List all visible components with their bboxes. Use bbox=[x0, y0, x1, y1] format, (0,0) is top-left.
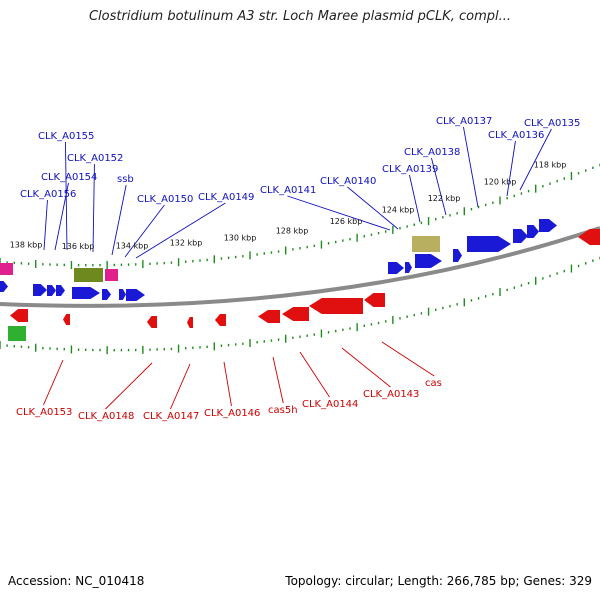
misc-feature-box bbox=[74, 268, 103, 282]
gene-label: CLK_A0139 bbox=[382, 164, 438, 175]
gene-label: CLK_A0138 bbox=[404, 147, 460, 158]
scale-labels: 138 kbp 136 kbp 134 kbp 132 kbp 130 kbp 128 k… bbox=[10, 161, 567, 251]
reverse-gene-arrow bbox=[258, 310, 280, 323]
forward-gene-arrow bbox=[527, 225, 539, 238]
reverse-gene-arrow bbox=[10, 309, 28, 322]
gene-label: CLK_A0147 bbox=[143, 411, 199, 422]
leader-line bbox=[105, 362, 153, 410]
leader-line bbox=[135, 202, 226, 259]
features bbox=[0, 219, 600, 341]
gene-label: CLK_A0154 bbox=[41, 172, 97, 183]
scale-label: 132 kbp bbox=[170, 239, 203, 248]
leader-line bbox=[431, 157, 447, 216]
forward-gene-arrow bbox=[388, 262, 404, 274]
reverse-gene-arrow bbox=[309, 298, 363, 314]
gene-label: CLK_A0140 bbox=[320, 176, 376, 187]
forward-gene-arrow bbox=[119, 289, 126, 300]
reverse-gene-arrow bbox=[364, 293, 385, 307]
label-leaders bbox=[43, 126, 552, 410]
gene-label: CLK_A0141 bbox=[260, 185, 316, 196]
leader-line bbox=[519, 128, 552, 191]
leader-line bbox=[111, 184, 127, 256]
map-title: Clostridium botulinum A3 str. Loch Maree… bbox=[88, 9, 511, 24]
backbone-arc bbox=[0, 226, 600, 308]
forward-gene-arrow bbox=[56, 285, 65, 296]
forward-gene-arrow bbox=[33, 284, 47, 296]
gene-label: CLK_A0146 bbox=[204, 408, 260, 419]
reverse-gene-arrow bbox=[63, 314, 70, 325]
leader-line bbox=[463, 126, 479, 208]
gene-label: CLK_A0153 bbox=[16, 407, 72, 418]
gene-label: CLK_A0135 bbox=[524, 118, 580, 129]
scale-ticks bbox=[0, 163, 600, 355]
leader-line bbox=[287, 195, 391, 231]
leader-line bbox=[409, 174, 421, 223]
gene-label: cas bbox=[425, 378, 442, 389]
gene-label: ssb bbox=[117, 174, 134, 185]
misc-feature-box bbox=[8, 326, 26, 341]
reverse-gene-arrow bbox=[147, 316, 157, 328]
gene-labels: CLK_A0156CLK_A0154CLK_A0155CLK_A0152ssbC… bbox=[16, 116, 580, 422]
gene-label: CLK_A0156 bbox=[20, 189, 76, 200]
leader-line bbox=[272, 356, 284, 404]
gene-label: CLK_A0148 bbox=[78, 411, 134, 422]
reverse-gene-arrow bbox=[578, 229, 600, 245]
forward-gene-arrow bbox=[0, 281, 8, 292]
forward-gene-arrow bbox=[513, 229, 528, 243]
accession: Accession: NC_010418 bbox=[8, 574, 145, 588]
scale-label: 136 kbp bbox=[62, 242, 95, 251]
forward-gene-arrow bbox=[102, 289, 111, 300]
leader-line bbox=[124, 204, 165, 258]
forward-gene-arrow bbox=[453, 249, 462, 262]
scale-label: 122 kbp bbox=[428, 194, 461, 203]
reverse-gene-arrow bbox=[282, 307, 309, 321]
leader-line bbox=[506, 140, 516, 197]
scale-label: 138 kbp bbox=[10, 241, 43, 250]
gene-label: CLK_A0136 bbox=[488, 130, 544, 141]
gene-label: cas5h bbox=[268, 405, 298, 416]
forward-gene-arrow bbox=[47, 285, 56, 296]
leader-line bbox=[381, 341, 435, 377]
reverse-gene-arrow bbox=[187, 317, 193, 328]
gene-label: CLK_A0150 bbox=[137, 194, 193, 205]
leader-line bbox=[43, 199, 48, 251]
gene-label: CLK_A0143 bbox=[363, 389, 419, 400]
scale-label: 120 kbp bbox=[484, 177, 517, 186]
scale-label: 126 kbp bbox=[330, 217, 363, 226]
scale-label: 134 kbp bbox=[116, 242, 149, 251]
gene-label: CLK_A0144 bbox=[302, 399, 358, 410]
scale-label: 130 kbp bbox=[224, 234, 257, 243]
forward-gene-arrow bbox=[72, 287, 100, 299]
leader-line bbox=[65, 141, 68, 251]
misc-feature-box bbox=[105, 269, 118, 281]
misc-feature-box bbox=[412, 236, 440, 252]
forward-gene-arrow bbox=[539, 219, 557, 232]
genome-summary: Topology: circular; Length: 266,785 bp; … bbox=[285, 574, 592, 588]
leader-line bbox=[43, 359, 64, 406]
forward-gene-arrow bbox=[126, 289, 145, 301]
leader-line bbox=[341, 347, 391, 388]
misc-feature-box bbox=[0, 263, 13, 275]
leader-line bbox=[92, 163, 95, 253]
scale-label: 118 kbp bbox=[534, 161, 567, 170]
scale-label: 124 kbp bbox=[382, 206, 415, 215]
gene-label: CLK_A0155 bbox=[38, 131, 94, 142]
leader-line bbox=[299, 351, 330, 398]
forward-gene-arrow bbox=[415, 254, 442, 268]
gene-label: CLK_A0152 bbox=[67, 153, 123, 164]
forward-gene-arrow bbox=[405, 262, 412, 273]
leader-line bbox=[223, 361, 232, 407]
forward-gene-arrow bbox=[467, 236, 511, 252]
leader-line bbox=[347, 186, 399, 230]
gene-label: CLK_A0137 bbox=[436, 116, 492, 127]
leader-line bbox=[170, 363, 191, 410]
gene-label: CLK_A0149 bbox=[198, 192, 254, 203]
scale-label: 128 kbp bbox=[276, 227, 309, 236]
reverse-gene-arrow bbox=[215, 314, 226, 326]
